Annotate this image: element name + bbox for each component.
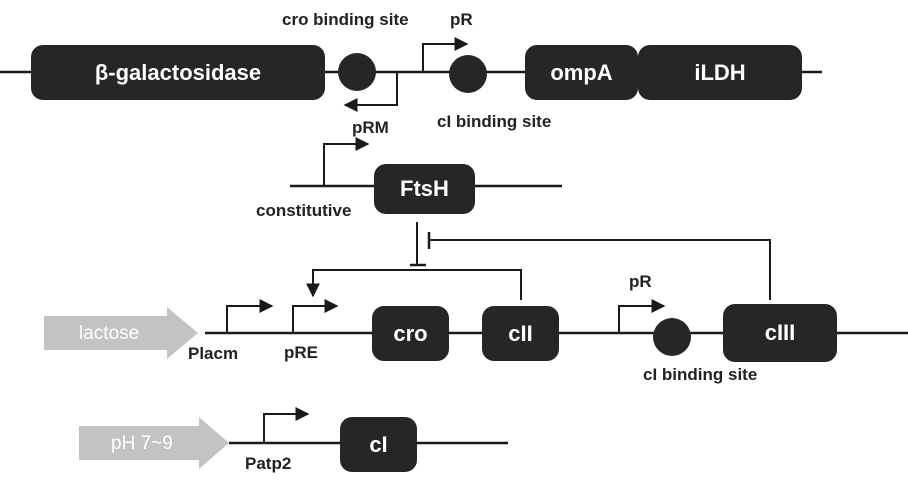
- cIII-repression-line: [429, 239, 771, 300]
- cII-activation-arrow: [306, 269, 522, 300]
- gene-cro: cro: [372, 306, 449, 361]
- gene-label: β-galactosidase: [94, 59, 262, 85]
- gene-label: ompA: [550, 59, 613, 85]
- cro-binding-site-label: cro binding site: [282, 10, 409, 29]
- pH-input-label: pH 7~9: [111, 433, 173, 454]
- Patp2-label: Patp2: [245, 454, 292, 473]
- pR-label-mid: pR: [629, 272, 652, 291]
- gene-FtsH: FtsH: [374, 164, 475, 214]
- constitutive-promoter-arrow: [323, 137, 370, 186]
- gene-ompA: ompA: [525, 45, 638, 100]
- gene-cI: cI: [340, 417, 417, 472]
- pR-label-top: pR: [450, 10, 473, 29]
- Patp2-promoter-arrow: [263, 407, 310, 443]
- pRE-promoter-arrow: [292, 299, 339, 333]
- gene-cII: cII: [482, 306, 559, 361]
- gene-iLDH: iLDH: [638, 45, 802, 100]
- pRE-label: pRE: [284, 343, 318, 362]
- constitutive-label: constitutive: [256, 201, 352, 220]
- cI-binding-site-circle-mid: [653, 318, 691, 356]
- cI-binding-site-label-top: cI binding site: [437, 112, 552, 131]
- Placm-label: Placm: [188, 344, 239, 363]
- lactose-input-arrow: [44, 307, 198, 359]
- Placm-promoter-arrow: [226, 299, 274, 333]
- gene-label: cro: [393, 320, 428, 346]
- pRM-promoter-arrow: [343, 72, 398, 112]
- gene-label: cII: [508, 320, 533, 346]
- cI-binding-site-label-mid: cI binding site: [643, 365, 758, 384]
- cI-binding-site-circle-top: [449, 55, 487, 93]
- gene-beta-galactosidase: β-galactosidase: [31, 45, 325, 100]
- gene-label: iLDH: [694, 59, 746, 85]
- gene-label: FtsH: [400, 176, 449, 201]
- gene-cIII: cIII: [723, 304, 837, 362]
- pR-promoter-arrow-mid: [618, 299, 666, 333]
- pR-promoter-arrow-top: [422, 37, 469, 72]
- gene-label: cI: [369, 431, 388, 457]
- lactose-input-label: lactose: [79, 323, 140, 344]
- pRM-label: pRM: [352, 118, 389, 137]
- cro-binding-site-circle: [338, 53, 376, 91]
- pH-input-arrow: [79, 417, 229, 469]
- gene-label: cIII: [764, 320, 796, 345]
